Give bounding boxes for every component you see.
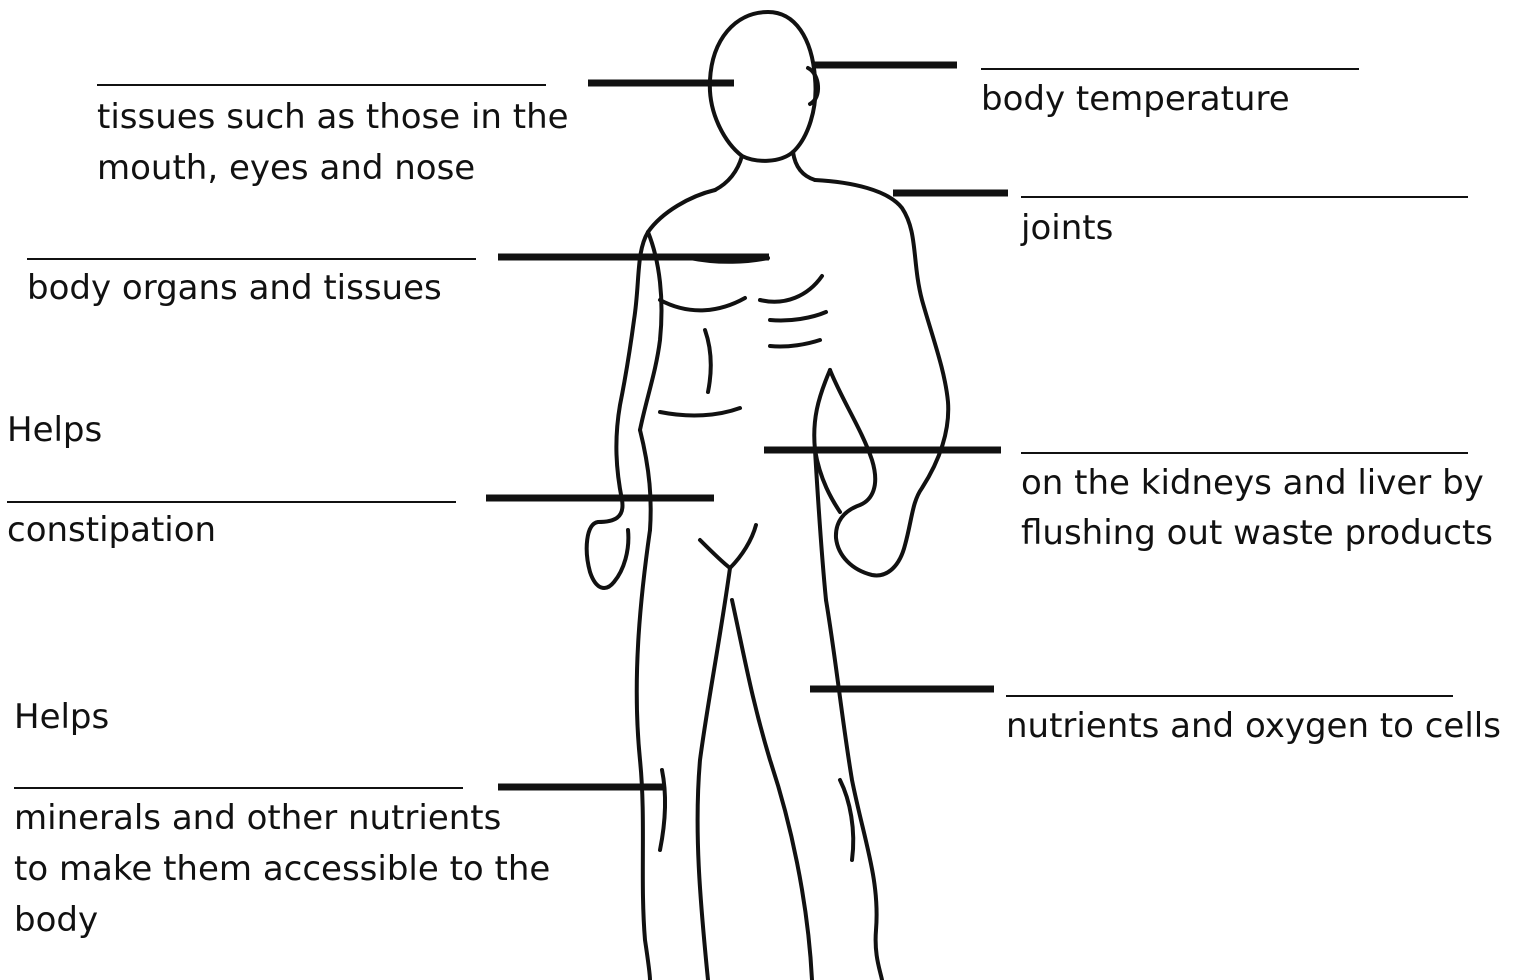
ab-line-1 (705, 330, 711, 392)
ab-line-2 (770, 312, 826, 321)
label-constipation-prefix: Helps (7, 405, 102, 455)
label-constipation: constipation (7, 505, 216, 555)
label-kidneys-line-1: on the kidneys and liver by (1021, 458, 1484, 508)
answer-blank-nutrients[interactable] (1006, 695, 1453, 697)
label-organs: body organs and tissues (27, 263, 442, 313)
groin-line-2 (730, 525, 756, 568)
label-minerals-prefix: Helps (14, 692, 109, 742)
label-tissues-line-2: mouth, eyes and nose (97, 143, 475, 193)
answer-blank-joints[interactable] (1021, 196, 1468, 198)
answer-blank-tissues[interactable] (97, 84, 546, 86)
label-tissues-line-1: tissues such as those in the (97, 92, 569, 142)
groin-line (700, 540, 730, 568)
left-outer-leg (637, 530, 650, 980)
right-shoulder-arm (815, 180, 948, 575)
neck-right (793, 152, 815, 180)
label-nutrients: nutrients and oxygen to cells (1006, 701, 1501, 751)
torso-left (640, 430, 651, 530)
answer-blank-temperature[interactable] (981, 68, 1359, 70)
label-minerals-line-2: to make them accessible to the (14, 844, 550, 894)
knee-left (660, 770, 665, 850)
answer-blank-minerals[interactable] (14, 787, 463, 789)
ab-line-3 (770, 340, 820, 347)
label-temperature: body temperature (981, 74, 1290, 124)
left-inner-leg (698, 568, 730, 980)
label-minerals-line-1: minerals and other nutrients (14, 793, 501, 843)
label-minerals-line-3: body (14, 895, 98, 945)
right-inner-leg (732, 600, 812, 980)
answer-blank-constipation[interactable] (7, 501, 456, 503)
answer-blank-kidneys[interactable] (1021, 452, 1468, 454)
label-joints: joints (1021, 203, 1113, 253)
label-kidneys-line-2: flushing out waste products (1021, 508, 1493, 558)
right-outer-leg (826, 600, 882, 980)
neck-left (715, 156, 742, 190)
ab-line-4 (660, 408, 740, 415)
answer-blank-organs[interactable] (27, 258, 476, 260)
pec-right (760, 276, 822, 302)
knee-right (840, 780, 853, 860)
left-inner-arm (640, 232, 662, 430)
pec-left (660, 298, 745, 310)
